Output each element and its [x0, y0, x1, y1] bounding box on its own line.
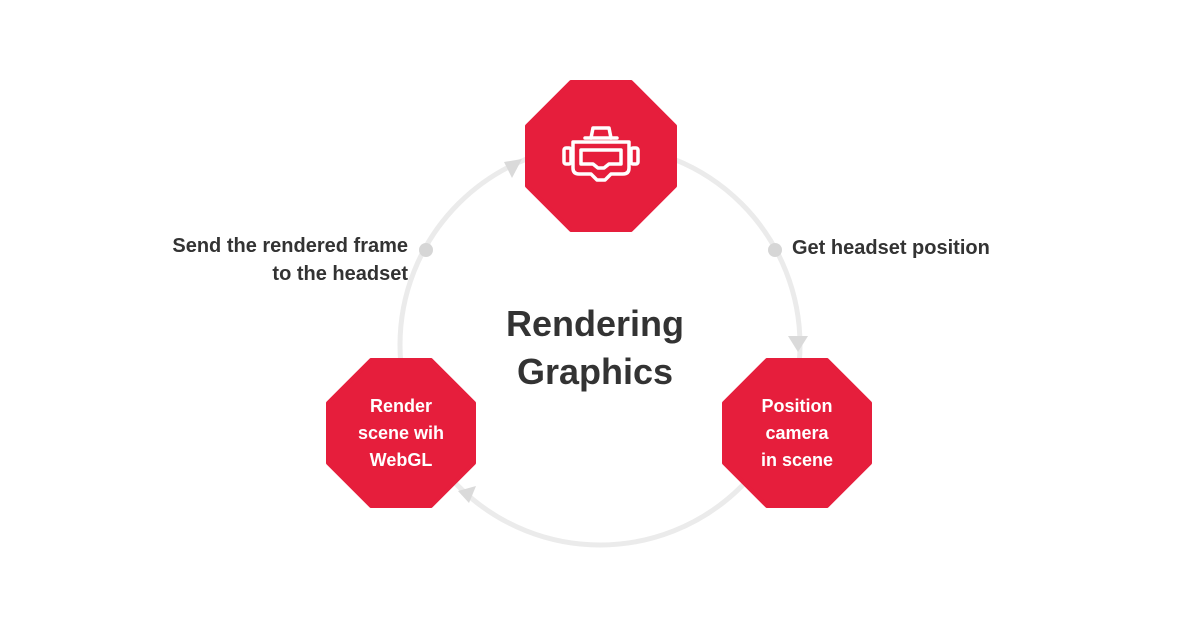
node-render-scene: Render scene wih WebGL	[326, 358, 476, 508]
octagon-shape	[722, 358, 872, 508]
node-headset	[525, 80, 677, 232]
node-render-scene-label: Render scene wih WebGL	[357, 395, 445, 470]
step-dot-right	[768, 243, 782, 257]
step-label-send-frame: Send the rendered frame to the headset	[172, 235, 408, 285]
arrow-to-position	[788, 336, 808, 352]
step-dot-left	[419, 243, 433, 257]
step-label-get-position: Get headset position	[792, 237, 990, 259]
node-position-camera: Position camera in scene	[722, 358, 872, 508]
diagram-title: Rendering Graphics	[505, 303, 684, 392]
arrow-to-headset	[504, 159, 522, 178]
vr-headset-icon	[562, 126, 640, 182]
arrow-to-render	[458, 486, 476, 503]
octagon-shape	[525, 80, 677, 232]
node-position-camera-label: Position camera in scene	[760, 395, 834, 470]
octagon-shape	[326, 358, 476, 508]
